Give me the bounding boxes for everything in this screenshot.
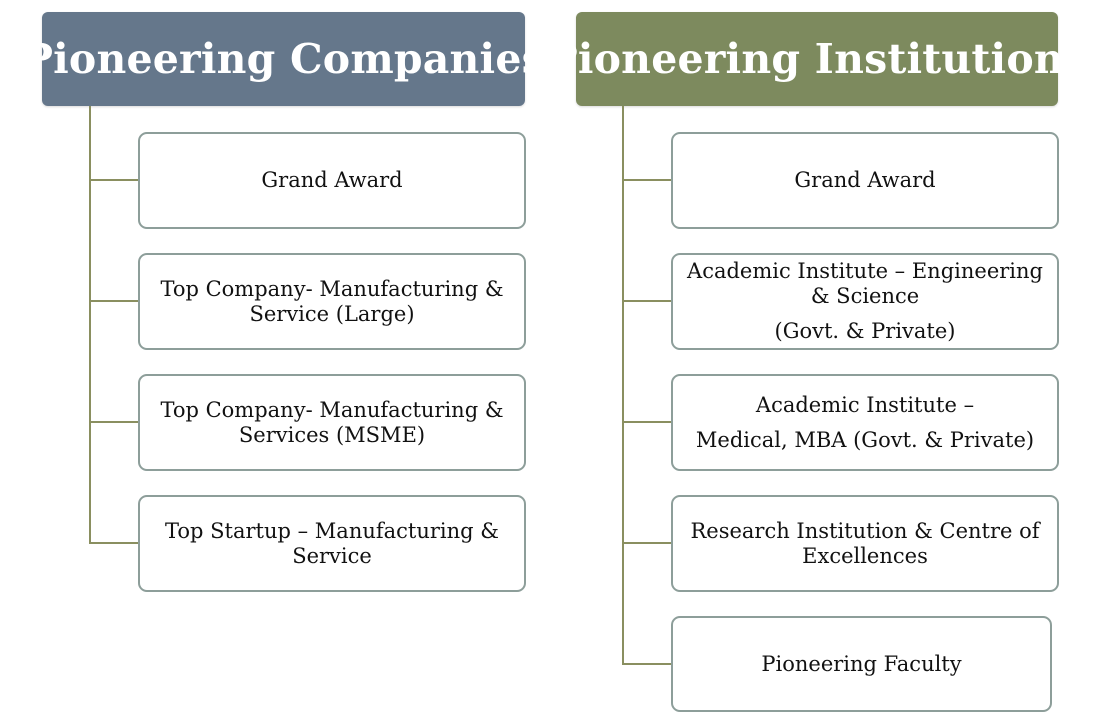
pioneering-faculty-box: Pioneering Faculty xyxy=(671,616,1052,712)
box-sublabel: (Govt. & Private) xyxy=(774,319,956,343)
grand-award-companies-box: Grand Award xyxy=(138,132,526,229)
box-label: Top Startup – Manufacturing & Service xyxy=(165,518,499,568)
top-company-msme-box: Top Company- Manufacturing & Services (M… xyxy=(138,374,526,471)
box-label: Academic Institute – xyxy=(755,392,975,417)
pioneering-institutions-header: Pioneering Institutions xyxy=(547,12,1087,106)
left-connector-3 xyxy=(89,421,138,423)
right-connector-2 xyxy=(622,300,671,302)
right-connector-3 xyxy=(622,421,671,423)
left-connector-1 xyxy=(89,179,138,181)
box-label: Academic Institute – Engineering & Scien… xyxy=(687,259,1043,308)
box-label: Grand Award xyxy=(261,168,403,192)
left-connector-2 xyxy=(89,300,138,302)
right-connector-5 xyxy=(622,663,671,665)
box-label: Pioneering Faculty xyxy=(761,651,962,676)
pioneering-companies-header: Pioneering Companies xyxy=(22,12,545,106)
box-label: Top Company- Manufacturing & Service (La… xyxy=(160,276,504,326)
right-connector-trunk xyxy=(622,106,624,665)
box-label: Top Company- Manufacturing & Services (M… xyxy=(160,397,504,447)
research-institution-box: Research Institution & Centre of Excelle… xyxy=(671,495,1059,592)
academic-engineering-box: Academic Institute – Engineering & Scien… xyxy=(671,253,1059,350)
academic-medical-box: Academic Institute – Medical, MBA (Govt.… xyxy=(671,374,1059,471)
left-connector-4 xyxy=(89,542,138,544)
top-company-large-box: Top Company- Manufacturing & Service (La… xyxy=(138,253,526,350)
right-connector-4 xyxy=(622,542,671,544)
grand-award-institutions-box: Grand Award xyxy=(671,132,1059,229)
box-label: Research Institution & Centre of Excelle… xyxy=(690,518,1040,568)
top-startup-box: Top Startup – Manufacturing & Service xyxy=(138,495,526,592)
right-connector-1 xyxy=(622,179,671,181)
left-connector-trunk xyxy=(89,106,91,544)
box-sublabel: Medical, MBA (Govt. & Private) xyxy=(695,427,1035,452)
box-label: Grand Award xyxy=(794,168,936,192)
